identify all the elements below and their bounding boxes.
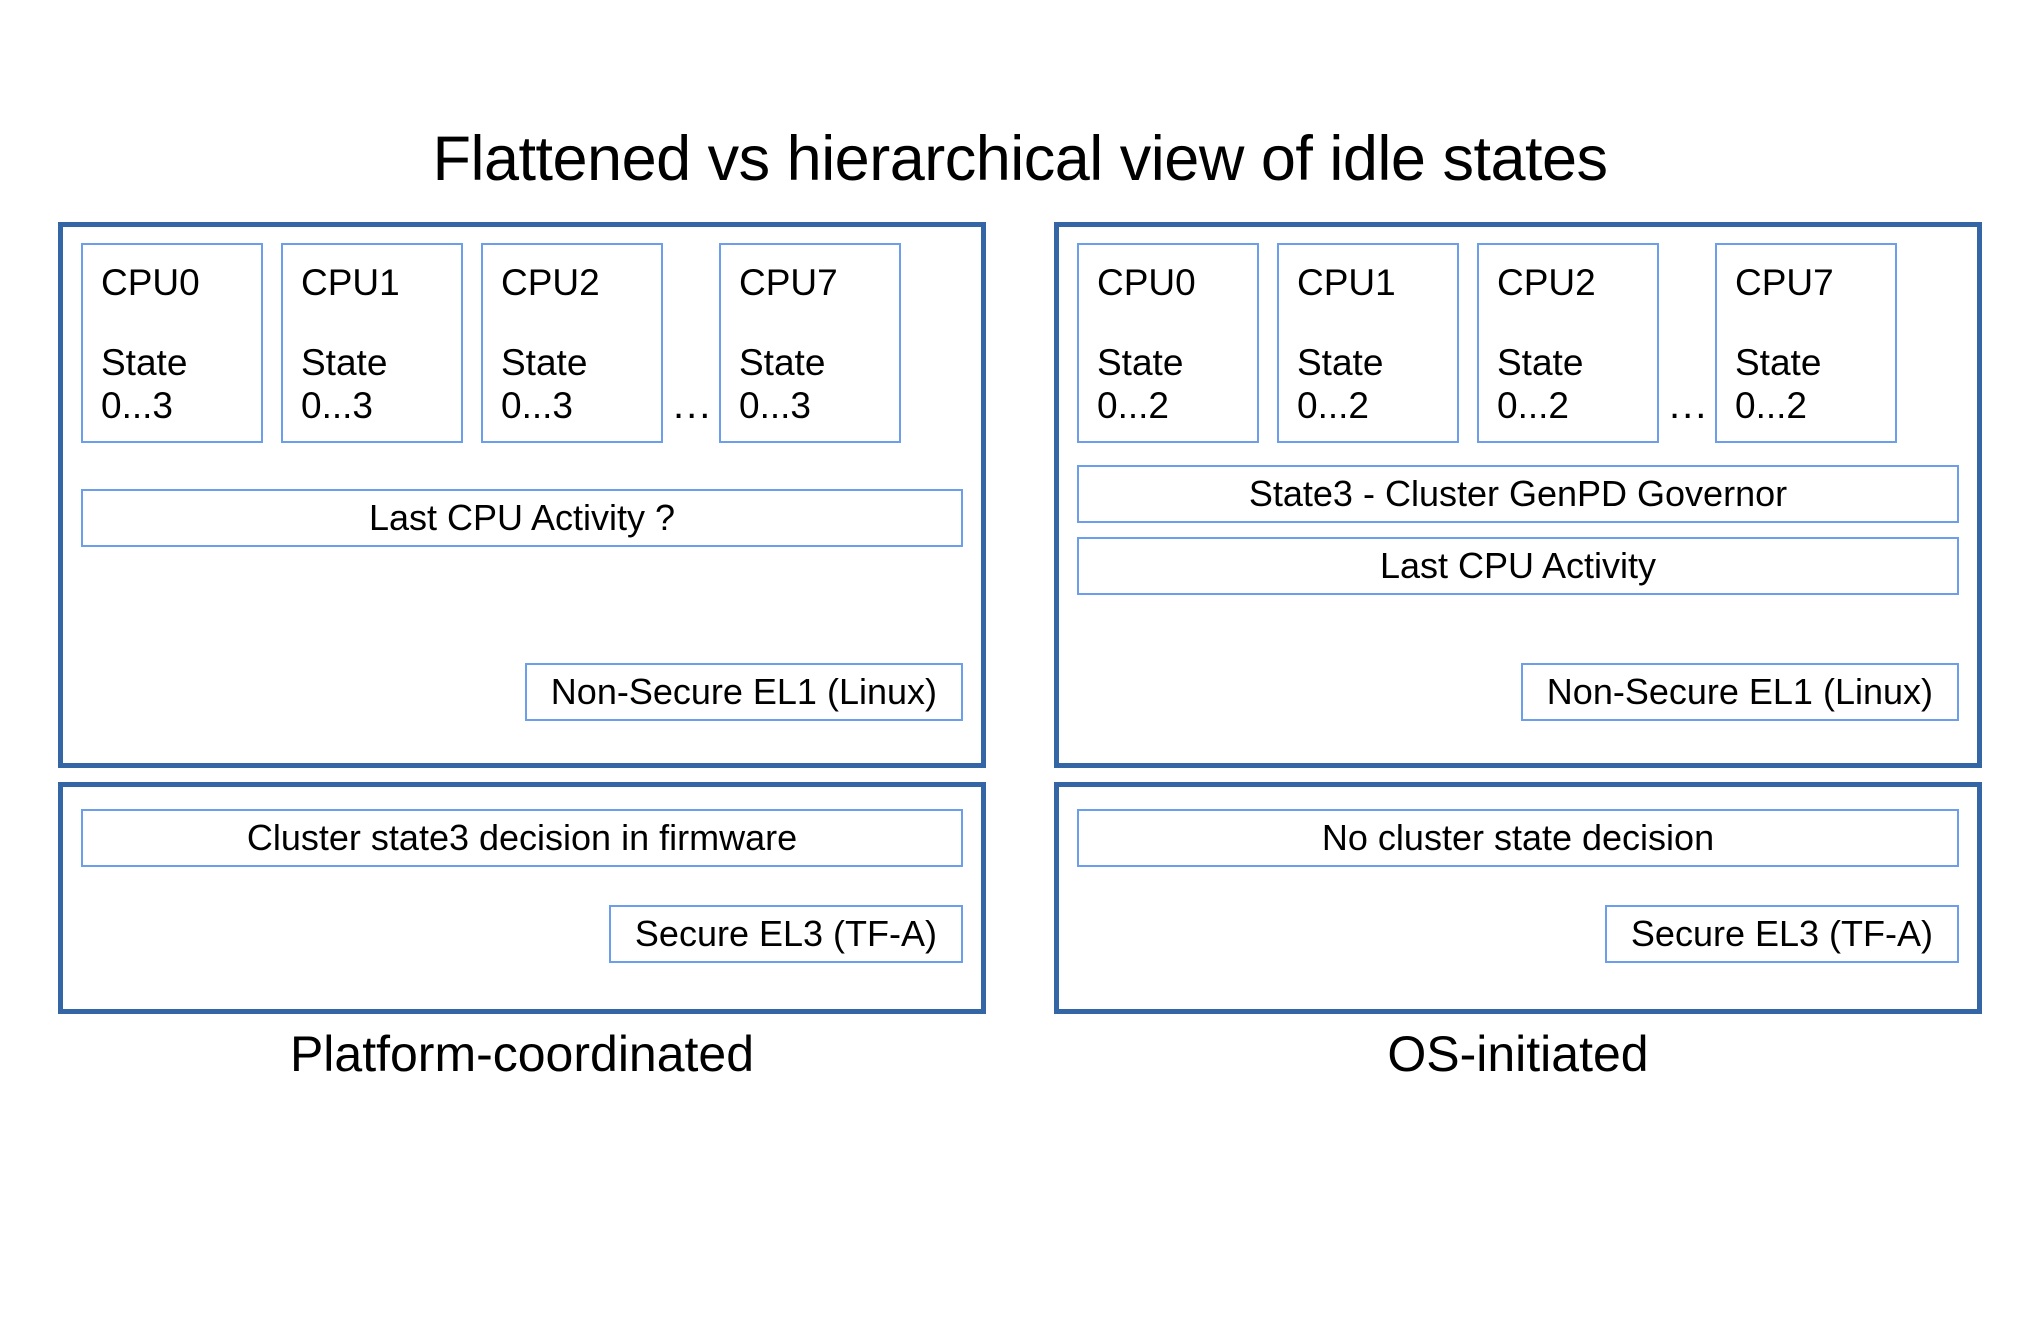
last-cpu-activity-bar[interactable]: Last CPU Activity ? bbox=[81, 489, 963, 547]
cpu-box[interactable]: CPU0 State 0...3 bbox=[81, 243, 263, 443]
exception-level-tag-el1: Non-Secure EL1 (Linux) bbox=[524, 663, 963, 721]
cpu-state-label: State 0...2 bbox=[1097, 341, 1257, 427]
exception-level-tag-el3: Secure EL3 (TF-A) bbox=[608, 905, 963, 963]
cpu-state-label: State 0...3 bbox=[739, 341, 899, 427]
cpu-ellipsis: ... bbox=[673, 383, 713, 427]
cpu-box[interactable]: CPU2 State 0...2 bbox=[1477, 243, 1659, 443]
column-caption-os-initiated: OS-initiated bbox=[1387, 1026, 1649, 1082]
cpu-label: CPU0 bbox=[1097, 262, 1196, 303]
last-cpu-activity-bar[interactable]: Last CPU Activity bbox=[1077, 537, 1959, 595]
column-caption-platform-coordinated: Platform-coordinated bbox=[289, 1026, 755, 1082]
cpu-state-word: State bbox=[1297, 342, 1384, 383]
cpu-label: CPU0 bbox=[101, 262, 200, 303]
cluster-decision-bar[interactable]: Cluster state3 decision in firmware bbox=[81, 809, 963, 867]
cpu-ellipsis: ... bbox=[1669, 383, 1709, 427]
page-title: Flattened vs hierarchical view of idle s… bbox=[432, 124, 1608, 194]
cpu-box[interactable]: CPU1 State 0...2 bbox=[1277, 243, 1459, 443]
cpu-box[interactable]: CPU1 State 0...3 bbox=[281, 243, 463, 443]
cpu-state-word: State bbox=[739, 342, 826, 383]
cpu-state-range: 0...3 bbox=[301, 385, 373, 426]
cpu-label: CPU1 bbox=[301, 262, 400, 303]
cpu-label: CPU1 bbox=[1297, 262, 1396, 303]
cpu-state-range: 0...2 bbox=[1097, 385, 1169, 426]
cpu-row-left: CPU0 State 0...3 CPU1 State 0...3 CPU2 S… bbox=[81, 243, 963, 443]
cpu-state-word: State bbox=[101, 342, 188, 383]
cpu-state-word: State bbox=[501, 342, 588, 383]
cpu-state-range: 0...3 bbox=[739, 385, 811, 426]
non-secure-el1-panel-right: CPU0 State 0...2 CPU1 State 0...2 CPU2 S… bbox=[1054, 222, 1982, 768]
cpu-label: CPU7 bbox=[739, 262, 838, 303]
cpu-label: CPU2 bbox=[501, 262, 600, 303]
cluster-genpd-governor-bar[interactable]: State3 - Cluster GenPD Governor bbox=[1077, 465, 1959, 523]
secure-el3-panel-left: Cluster state3 decision in firmware Secu… bbox=[58, 782, 986, 1014]
cpu-state-range: 0...2 bbox=[1497, 385, 1569, 426]
cpu-label: CPU2 bbox=[1497, 262, 1596, 303]
cpu-box[interactable]: CPU7 State 0...2 bbox=[1715, 243, 1897, 443]
cpu-state-word: State bbox=[1497, 342, 1584, 383]
secure-el3-panel-right: No cluster state decision Secure EL3 (TF… bbox=[1054, 782, 1982, 1014]
cpu-state-label: State 0...2 bbox=[1497, 341, 1657, 427]
cpu-state-word: State bbox=[301, 342, 388, 383]
cpu-row-right: CPU0 State 0...2 CPU1 State 0...2 CPU2 S… bbox=[1077, 243, 1959, 443]
cpu-state-range: 0...3 bbox=[101, 385, 173, 426]
cluster-decision-bar[interactable]: No cluster state decision bbox=[1077, 809, 1959, 867]
cpu-state-word: State bbox=[1097, 342, 1184, 383]
diagram-column-platform-coordinated: CPU0 State 0...3 CPU1 State 0...3 CPU2 S… bbox=[58, 222, 986, 1014]
diagram-column-os-initiated: CPU0 State 0...2 CPU1 State 0...2 CPU2 S… bbox=[1054, 222, 1982, 1014]
cpu-box[interactable]: CPU7 State 0...3 bbox=[719, 243, 901, 443]
cpu-box[interactable]: CPU2 State 0...3 bbox=[481, 243, 663, 443]
cpu-label: CPU7 bbox=[1735, 262, 1834, 303]
cpu-box[interactable]: CPU0 State 0...2 bbox=[1077, 243, 1259, 443]
cpu-state-label: State 0...2 bbox=[1735, 341, 1895, 427]
cpu-state-label: State 0...2 bbox=[1297, 341, 1457, 427]
cpu-state-range: 0...2 bbox=[1735, 385, 1807, 426]
cpu-state-label: State 0...3 bbox=[101, 341, 261, 427]
non-secure-el1-panel-left: CPU0 State 0...3 CPU1 State 0...3 CPU2 S… bbox=[58, 222, 986, 768]
cpu-state-range: 0...3 bbox=[501, 385, 573, 426]
exception-level-tag-el1: Non-Secure EL1 (Linux) bbox=[1520, 663, 1959, 721]
exception-level-tag-el3: Secure EL3 (TF-A) bbox=[1604, 905, 1959, 963]
cpu-state-label: State 0...3 bbox=[301, 341, 461, 427]
cpu-state-range: 0...2 bbox=[1297, 385, 1369, 426]
cpu-state-word: State bbox=[1735, 342, 1822, 383]
cpu-state-label: State 0...3 bbox=[501, 341, 661, 427]
